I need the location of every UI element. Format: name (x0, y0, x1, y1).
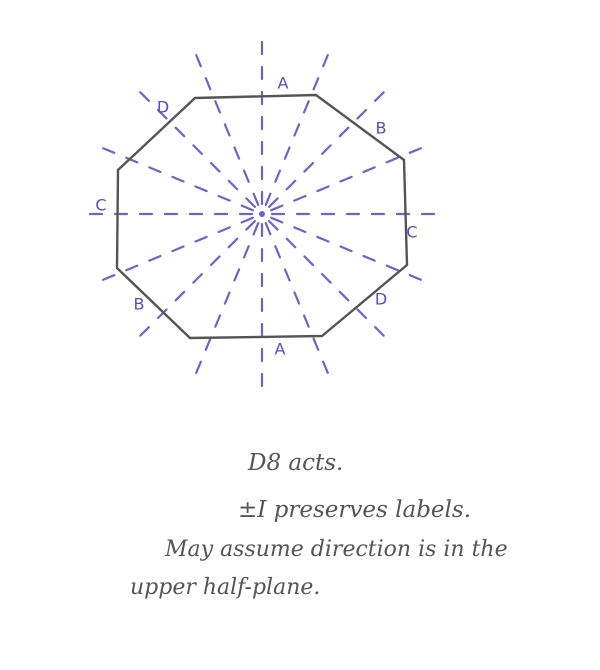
ray-15 (191, 44, 260, 206)
edge-label-lower-right: D (375, 290, 387, 309)
edge-label-upper-left: D (157, 98, 169, 117)
center-point (259, 211, 265, 217)
ray-5 (270, 216, 432, 285)
note-line-2: ±I preserves labels. (238, 497, 471, 523)
edge-label-upper-right: B (376, 119, 387, 138)
octagon (115, 93, 409, 340)
dashed-rays (78, 30, 446, 398)
note-line-4: upper half-plane. (130, 575, 320, 600)
edge-label-lower-left: B (134, 295, 145, 314)
note-line-1: D8 acts. (247, 450, 343, 476)
ray-11 (92, 216, 254, 285)
ray-13 (92, 143, 254, 212)
note-line-3: May assume direction is in the (164, 537, 508, 562)
ray-3 (270, 143, 432, 212)
ray-9 (191, 222, 260, 384)
ray-7 (264, 222, 333, 384)
ray-2 (268, 84, 392, 208)
ray-14 (132, 84, 256, 208)
edge-label-top: A (278, 74, 289, 93)
ray-6 (268, 220, 392, 344)
edge-label-left: C (95, 196, 106, 215)
edge-label-bottom: A (275, 340, 286, 359)
edge-label-right: C (406, 223, 417, 242)
ray-10 (132, 220, 256, 344)
ray-1 (264, 44, 333, 206)
